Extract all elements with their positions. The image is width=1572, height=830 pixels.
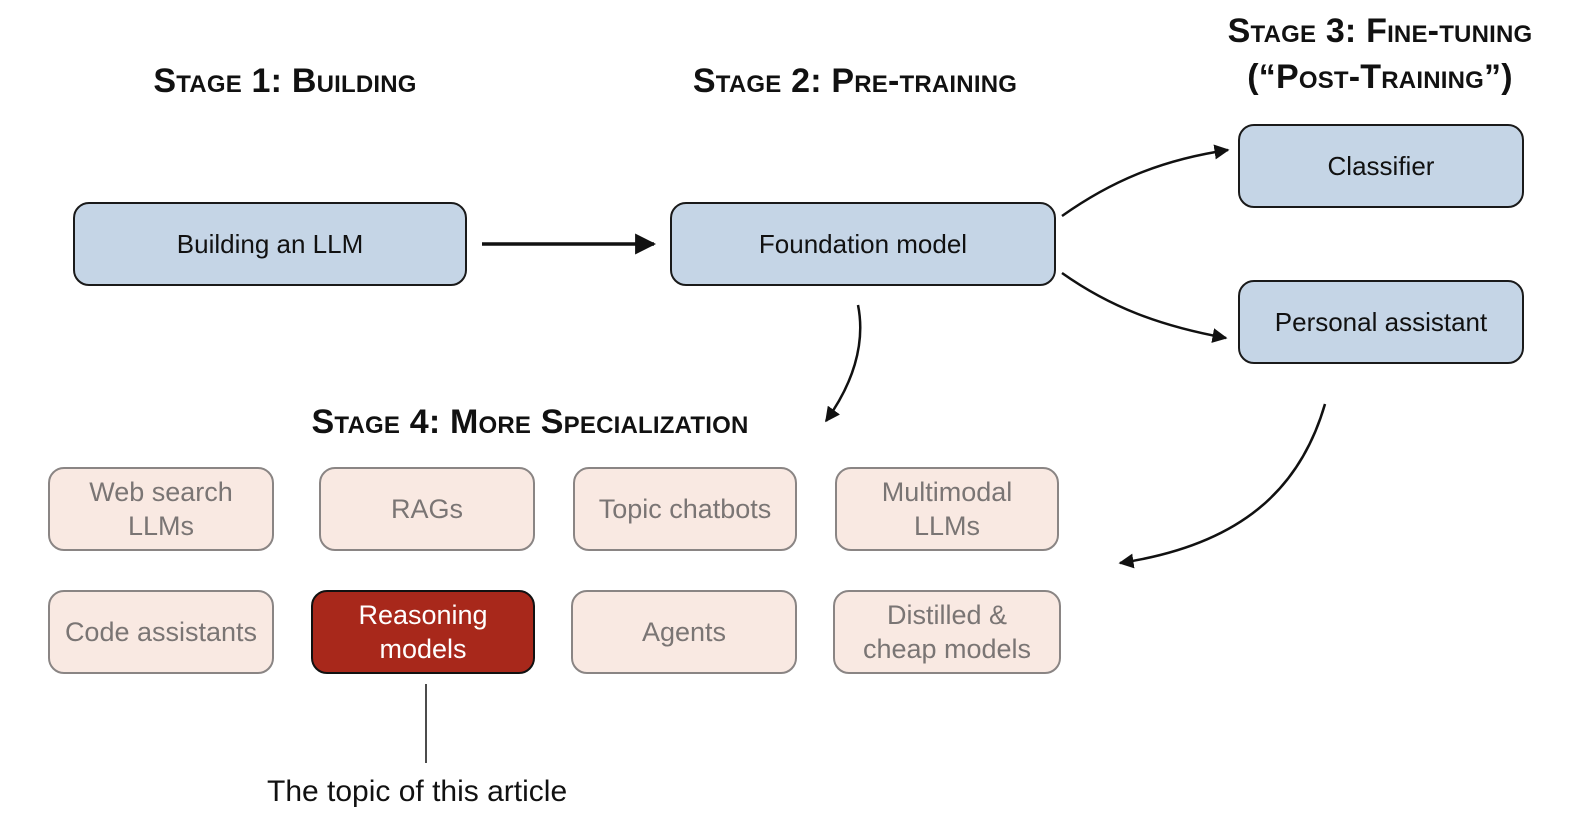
spec-agents-label: Agents xyxy=(641,617,727,647)
arrow-assistant-to-specialization xyxy=(1118,403,1327,569)
spec-distilled-cheap-models: Distilled &cheap models xyxy=(833,590,1061,674)
topic-caption: The topic of this article xyxy=(267,775,568,808)
spec-agents: Agents xyxy=(571,590,797,674)
node-building-llm-label: Building an LLM xyxy=(176,229,364,259)
arrow-foundation-to-classifier xyxy=(1061,144,1230,218)
spec-topic-chatbots-label: Topic chatbots xyxy=(598,494,772,524)
node-personal-assistant: Personal assistant xyxy=(1238,280,1524,364)
arrow-foundation-to-specialization xyxy=(824,304,862,423)
stage-4-title: Stage 4: More Specialization xyxy=(311,403,749,441)
node-building-llm: Building an LLM xyxy=(73,202,467,286)
spec-rags-label: RAGs xyxy=(390,494,463,524)
spec-topic-chatbots: Topic chatbots xyxy=(573,467,797,551)
node-personal-assistant-label: Personal assistant xyxy=(1274,307,1488,337)
spec-code-assistants-label: Code assistants xyxy=(64,617,258,647)
arrow-foundation-to-assistant xyxy=(1061,271,1228,343)
stage-1-title: Stage 1: Building xyxy=(153,62,417,100)
node-classifier: Classifier xyxy=(1238,124,1524,208)
stage-3-title: Stage 3: Fine-tuning xyxy=(1227,12,1533,50)
spec-distilled-cheap-models-label: Distilled &cheap models xyxy=(862,600,1032,664)
stage-3-subtitle: (“Post-Training”) xyxy=(1247,58,1513,96)
node-foundation-model-label: Foundation model xyxy=(758,229,968,259)
spec-rags: RAGs xyxy=(319,467,535,551)
stage-2-title: Stage 2: Pre-training xyxy=(692,62,1018,100)
node-classifier-label: Classifier xyxy=(1327,151,1435,181)
spec-code-assistants: Code assistants xyxy=(48,590,274,674)
node-foundation-model: Foundation model xyxy=(670,202,1056,286)
